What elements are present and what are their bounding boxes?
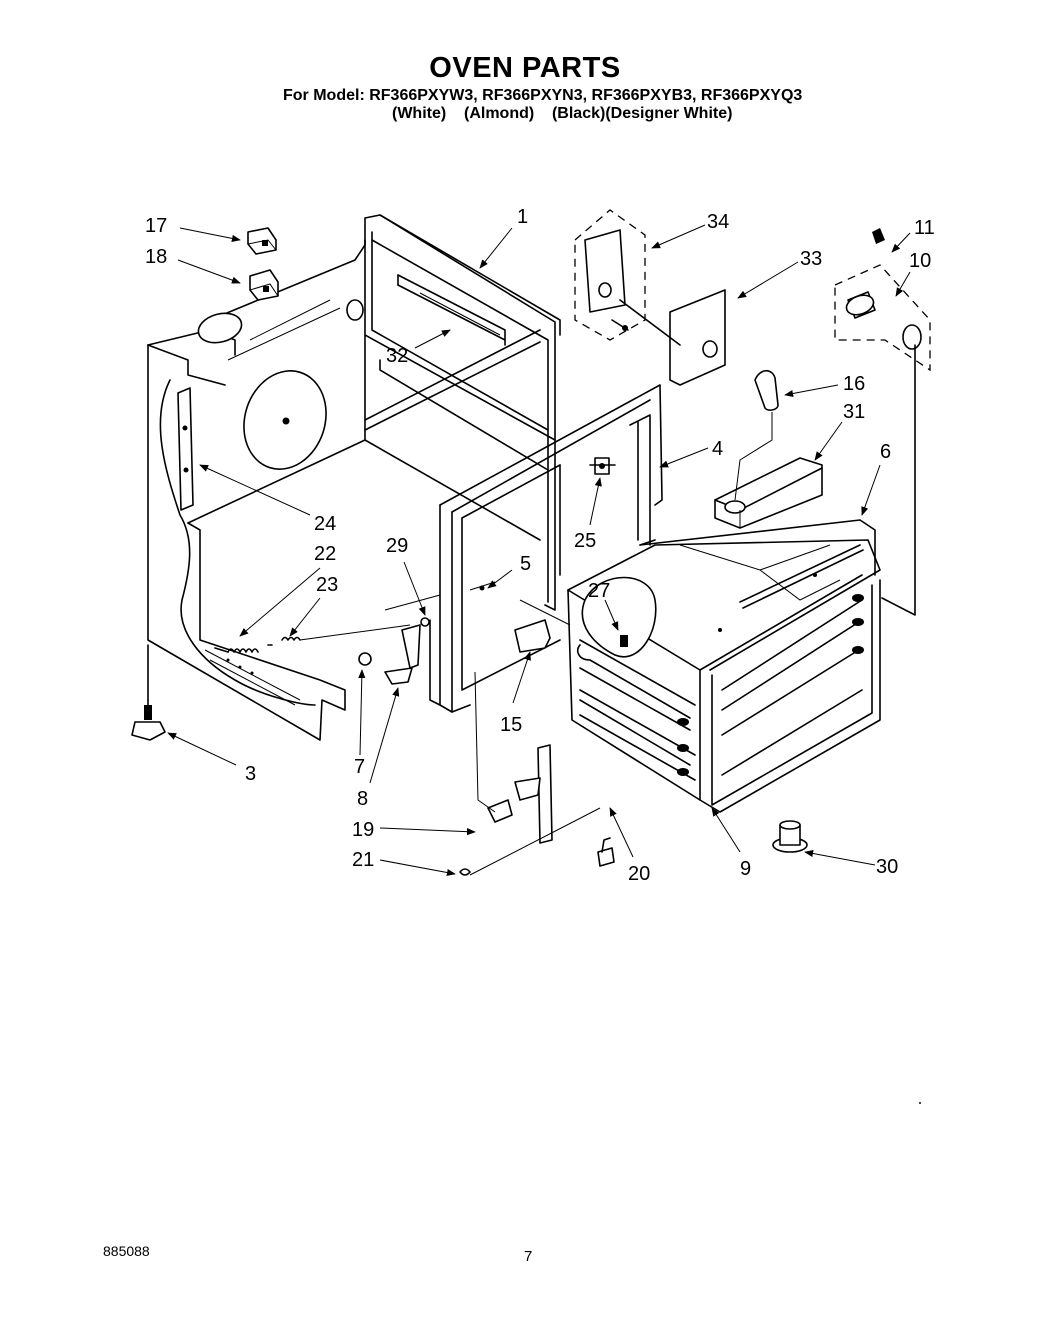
callout-4: 4 (712, 438, 723, 460)
callout-8: 8 (357, 788, 368, 810)
igniter-10-11 (834, 228, 931, 616)
callout-31: 31 (843, 401, 865, 423)
part-18-block (249, 269, 279, 301)
bracket-19-20-21 (459, 671, 615, 876)
callout-22: 22 (314, 543, 336, 565)
part-17-block (247, 227, 277, 255)
callout-10: 10 (909, 250, 931, 272)
springs-22-23 (214, 594, 441, 653)
callout-17: 17 (145, 215, 167, 237)
callout-24: 24 (314, 513, 336, 535)
callout-23: 23 (316, 574, 338, 596)
callout-18: 18 (145, 246, 167, 268)
elbow-16 (734, 369, 779, 501)
document-number: 885088 (103, 1243, 150, 1259)
oven-chassis (147, 214, 561, 741)
page-number: 7 (524, 1248, 533, 1265)
burner-baffle-31 (714, 457, 823, 529)
callout-11: 11 (914, 217, 935, 239)
callout-30: 30 (876, 856, 898, 878)
leveler-3 (131, 644, 166, 741)
front-frame (429, 384, 663, 713)
callout-5: 5 (520, 553, 531, 575)
callout-16: 16 (843, 373, 865, 395)
speck (919, 1102, 921, 1104)
callout-21: 21 (352, 849, 374, 871)
model-colors: (White) (Almond) (Black)(Designer White) (392, 105, 733, 122)
bracket-15 (469, 581, 571, 653)
callout-1: 1 (517, 206, 528, 228)
callout-25: 25 (574, 530, 596, 552)
oven-cavity (567, 519, 881, 813)
model-list: For Model: RF366PXYW3, RF366PXYN3, RF366… (283, 87, 803, 104)
bracket-34 (574, 209, 646, 341)
callout-33: 33 (800, 248, 822, 270)
page-title: OVEN PARTS (429, 52, 621, 84)
callout-20: 20 (628, 863, 650, 885)
callout-19: 19 (352, 819, 374, 841)
callout-9: 9 (740, 858, 751, 880)
bracket-29-7-8 (358, 617, 430, 685)
callout-27: 27 (588, 580, 610, 602)
callout-29: 29 (386, 535, 408, 557)
bracket-33 (619, 289, 726, 386)
callout-7: 7 (354, 756, 365, 778)
callout-labels: 1 3 4 5 6 7 8 9 10 11 15 16 17 18 19 20 … (145, 206, 935, 885)
callout-32: 32 (386, 345, 408, 367)
callout-leaders (167, 224, 911, 877)
callout-3: 3 (245, 763, 256, 785)
foot-30 (772, 820, 808, 853)
callout-6: 6 (880, 441, 891, 463)
callout-15: 15 (500, 714, 522, 736)
callout-34: 34 (707, 211, 729, 233)
part-25 (589, 457, 616, 475)
burner-part-27 (581, 576, 657, 658)
